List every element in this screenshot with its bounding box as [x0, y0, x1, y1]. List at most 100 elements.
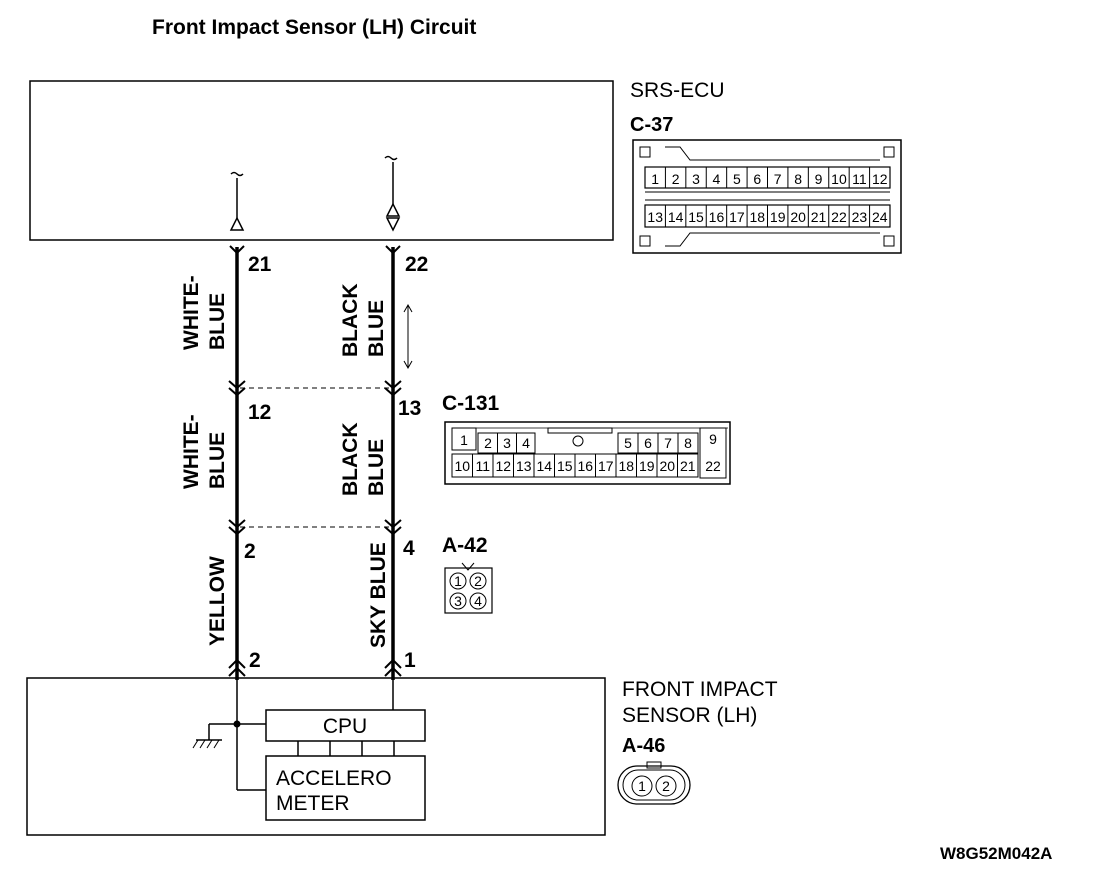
ecu-terminal-left-symbol	[229, 171, 245, 231]
c131-pin-right: 13	[398, 397, 421, 420]
c131-pin: 2	[484, 435, 492, 451]
c131-pin: 18	[618, 458, 634, 474]
seg2-right-wire-color-line1: BLACK	[339, 423, 362, 497]
junction-c131-marks	[228, 380, 402, 397]
c37-pin: 11	[852, 171, 867, 187]
seg3-right-wire-color: SKY BLUE	[367, 542, 390, 648]
a42-pin-left: 2	[244, 540, 256, 563]
c37-pin: 20	[790, 209, 806, 225]
sensor-connector-mark-left-a	[228, 658, 246, 669]
sensor-connector-mark-right-b	[384, 666, 402, 677]
a42-pin: 4	[474, 593, 482, 609]
c131-pin: 1	[460, 432, 468, 448]
c37-pin: 13	[647, 209, 663, 225]
sensor-name-line1: FRONT IMPACT	[622, 678, 778, 701]
connector-a42-face	[444, 562, 493, 614]
ecu-connector-mark-left	[229, 245, 245, 255]
c37-pin: 5	[733, 171, 741, 187]
ecu-pin-left: 21	[248, 253, 272, 276]
c131-pin: 22	[705, 458, 721, 474]
c131-pin: 8	[684, 435, 692, 451]
c131-pin: 20	[659, 458, 675, 474]
ecu-pin-right: 22	[405, 253, 428, 276]
sensor-connector-mark-left-b	[228, 666, 246, 677]
junction-a42-marks	[228, 519, 402, 536]
c37-pin: 22	[831, 209, 847, 225]
c37-pin: 6	[753, 171, 761, 187]
c37-pin: 18	[750, 209, 766, 225]
c37-pin: 4	[713, 171, 721, 187]
figure-code: W8G52M042A	[940, 844, 1052, 863]
c37-pin: 3	[692, 171, 700, 187]
c37-pin: 12	[872, 171, 888, 187]
c131-pin: 15	[557, 458, 573, 474]
accelerometer-label-line2: METER	[276, 792, 350, 815]
connector-a46-label: A-46	[622, 735, 665, 757]
c131-pin: 14	[536, 458, 552, 474]
sensor-name-line2: SENSOR (LH)	[622, 704, 757, 727]
diagram-title: Front Impact Sensor (LH) Circuit	[152, 16, 476, 39]
c37-pin: 23	[852, 209, 868, 225]
sensor-internal-wiring	[208, 680, 395, 791]
double-arrow-icon	[403, 303, 413, 370]
c37-pin: 10	[831, 171, 847, 187]
c131-pin: 9	[709, 431, 717, 447]
accelerometer-block	[265, 755, 426, 821]
c37-pin: 7	[774, 171, 782, 187]
seg1-left-wire-color-line1: WHITE-	[180, 275, 203, 350]
seg1-right-wire-color-line1: BLACK	[339, 284, 362, 358]
c131-pin: 7	[664, 435, 672, 451]
seg1-left-wire-color-line2: BLUE	[206, 293, 229, 350]
c37-pin: 9	[815, 171, 823, 187]
sensor-box	[26, 677, 606, 836]
c37-pin: 15	[688, 209, 704, 225]
connector-c131-face	[444, 421, 731, 485]
connector-c37-face	[632, 139, 902, 254]
c37-pin: 21	[811, 209, 827, 225]
accelerometer-label-line1: ACCELERO	[276, 767, 392, 790]
connector-c37-label: C-37	[630, 114, 673, 136]
a46-pin: 2	[662, 778, 670, 794]
c131-pin: 12	[495, 458, 511, 474]
ecu-connector-mark-right	[385, 245, 401, 255]
ecu-terminal-right-symbol	[384, 155, 401, 232]
c131-pin: 3	[503, 435, 511, 451]
connector-c131-label: C-131	[442, 392, 500, 415]
cpu-block	[265, 709, 426, 742]
c37-pin: 17	[729, 209, 745, 225]
a42-pin: 3	[454, 593, 462, 609]
seg2-left-wire-color-line1: WHITE-	[180, 414, 203, 489]
c131-pin: 10	[454, 458, 470, 474]
c131-pin: 5	[624, 435, 632, 451]
c131-pin: 19	[639, 458, 655, 474]
c131-pin-left: 12	[248, 401, 271, 424]
c131-pin: 21	[680, 458, 696, 474]
srs-ecu-label: SRS-ECU	[630, 79, 725, 102]
c131-pin: 13	[516, 458, 532, 474]
c37-pin: 1	[651, 171, 659, 187]
c37-pin: 2	[672, 171, 680, 187]
c131-pin: 4	[522, 435, 530, 451]
c131-pin: 6	[644, 435, 652, 451]
sensor-pin-right: 1	[404, 649, 416, 672]
c37-pin: 19	[770, 209, 786, 225]
a42-pin: 1	[454, 573, 462, 589]
c37-pin: 24	[872, 209, 888, 225]
cpu-label: CPU	[323, 715, 367, 738]
c37-pin: 16	[709, 209, 725, 225]
seg2-left-wire-color-line2: BLUE	[206, 432, 229, 489]
sensor-pin-left: 2	[249, 649, 261, 672]
connector-a46-face	[617, 761, 691, 805]
ground-icon	[192, 739, 222, 749]
srs-ecu-box	[29, 80, 614, 241]
a42-pin-right: 4	[403, 537, 415, 560]
c37-pin: 14	[668, 209, 684, 225]
seg3-left-wire-color: YELLOW	[206, 556, 229, 646]
sensor-connector-mark-right-a	[384, 658, 402, 669]
